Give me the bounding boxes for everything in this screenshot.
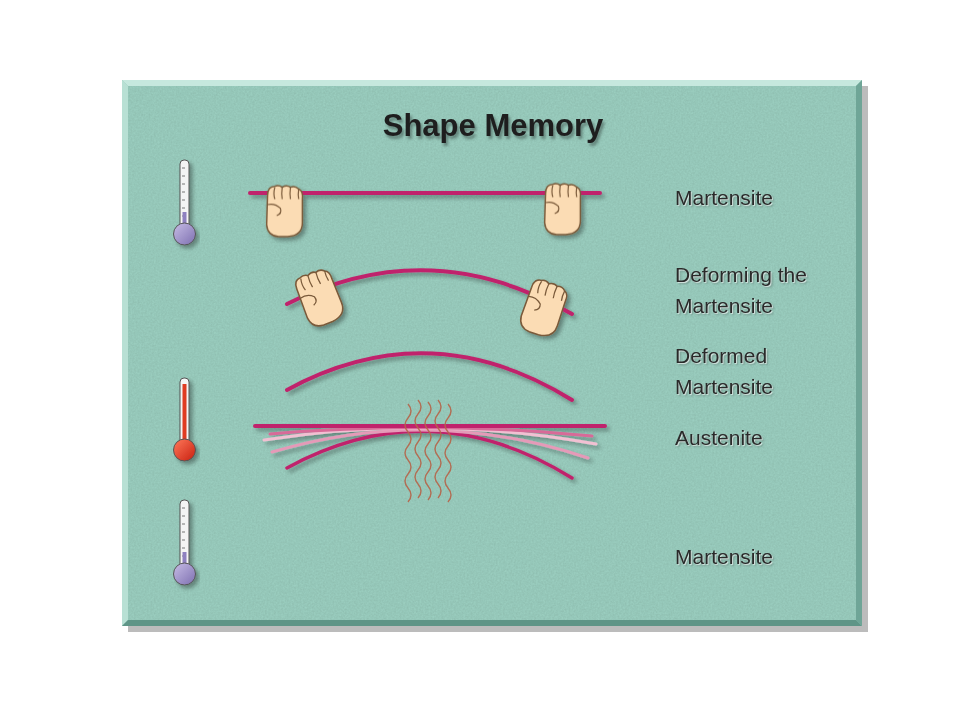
hand <box>545 184 581 235</box>
deformed-bar <box>287 353 572 400</box>
cold-thermometer <box>174 160 196 245</box>
stage-label: Martensite <box>675 182 850 213</box>
stage-label: Martensite <box>675 541 850 572</box>
martensite-bar <box>258 554 604 558</box>
stage-label: Austenite <box>675 422 850 453</box>
stage-label: Deformed Martensite <box>675 340 850 402</box>
hand <box>267 186 303 237</box>
hot-thermometer <box>174 378 196 461</box>
hand <box>292 266 347 330</box>
heat-waves <box>405 400 451 502</box>
hand <box>517 277 569 339</box>
stage-label: Deforming the Martensite <box>675 259 850 321</box>
diagram-title: Shape Memory <box>290 108 696 144</box>
textured-panel <box>122 80 862 626</box>
cold-thermometer <box>174 500 196 585</box>
